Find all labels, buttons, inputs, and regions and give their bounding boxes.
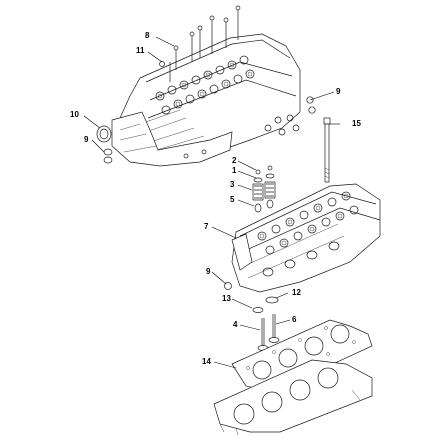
callout-5: 5 [230,195,235,204]
upper-cylinder-head-assembly [96,5,316,167]
rocker-arms [257,191,359,255]
valve-seal-ring [265,296,279,304]
callout-9-left: 9 [84,135,89,144]
cylinder-block [213,359,373,435]
callout-6: 6 [292,315,297,324]
callout-7: 7 [204,222,209,231]
upper-valve-springs [155,55,255,115]
callout-8: 8 [145,31,150,40]
callout-2: 2 [232,156,237,165]
valve-parts-stack [252,165,276,213]
upper-studs [159,5,241,82]
callout-9-upper-right: 9 [336,87,341,96]
callout-14: 14 [202,357,211,366]
callout-1: 1 [232,166,237,175]
callout-10: 10 [70,110,79,119]
lower-cylinder-head [231,183,381,293]
head-gasket [231,319,373,393]
callout-13: 13 [222,294,231,303]
callout-15: 15 [352,119,361,128]
callout-3: 3 [230,180,235,189]
callout-12: 12 [292,288,301,297]
valve-seat-ring [252,307,264,313]
callout-11: 11 [136,46,145,55]
callout-4: 4 [233,320,238,329]
callout-9-lower: 9 [206,267,211,276]
oil-seal [96,125,112,143]
o-ring [224,282,232,290]
leader-lines [83,36,340,369]
head-bolt [323,117,331,183]
